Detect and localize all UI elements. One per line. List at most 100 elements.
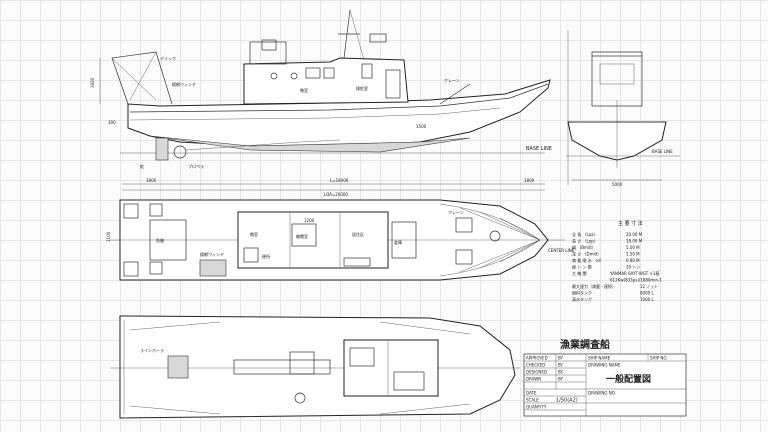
aft-bitt-4: [149, 261, 163, 275]
ship-name-label: SHIP NAME: [588, 356, 611, 361]
bow-bitt-1: [455, 217, 473, 233]
drawing-name-label: DRAWING NAME: [588, 363, 621, 368]
bow-ray-2: [479, 211, 541, 241]
crane-label-profile: クレーン: [444, 77, 460, 83]
particulars-row-value: 0.80 M: [626, 258, 640, 263]
particulars-rows: 全 長 （Loa） 20.00 M 長 さ （Lpp） 18.00 M 幅 （B…: [572, 231, 662, 302]
section-window: [599, 63, 635, 85]
derrick-stay-2: [129, 51, 157, 101]
bow-bitt-2: [455, 249, 473, 265]
rudder-shape: [155, 137, 169, 161]
engine-casing: [291, 223, 317, 247]
aft-bitt-1: [123, 203, 139, 219]
wheelhouse-label: 操舵室: [356, 85, 368, 91]
dim-1800-right: 1800: [524, 178, 535, 183]
particulars-row-label: 全 長 （Loa）: [572, 231, 598, 237]
ship-no-label: SHIP NO.: [650, 356, 668, 361]
propeller-label: プロペラ: [188, 163, 204, 169]
aft-bitt-3: [123, 261, 139, 277]
fish-hold-label: 魚艙: [156, 237, 164, 243]
derrick-stay-1: [111, 57, 157, 101]
particulars-row-label: 満 載 喫 水 （d）: [572, 257, 604, 263]
galley-label-plan: 賄室: [250, 231, 258, 237]
particulars-row-label: 総 ト ン 数: [572, 264, 592, 270]
forward-hatch: [391, 221, 417, 259]
scale-label: SCALE: [526, 398, 539, 403]
particulars-row-value: 20.00 M: [626, 232, 643, 237]
window-3: [361, 63, 373, 79]
mast-stay: [349, 9, 365, 61]
checked-label: CHECKED: [526, 363, 545, 368]
particulars-row-value: 8000 L: [640, 291, 654, 296]
radar-box: [261, 39, 277, 51]
loa-dim: LOA=20000: [324, 192, 348, 197]
drawing-no-label: DRAWING NO.: [588, 391, 616, 396]
profile-keel: [149, 135, 471, 153]
bow-ray-5: [479, 239, 541, 269]
quantity-label: QUANTITY: [526, 405, 547, 410]
window-2: [323, 67, 335, 79]
bow-ray-1: [459, 207, 541, 241]
deck-plan-view: CENTER LINE 魚艙 揚網ウィンチ 機関室 賄室 便所 居住区 倉庫: [106, 199, 575, 281]
mast-dim: 1920: [90, 77, 95, 88]
fish-hold-hatch: [149, 219, 187, 261]
breadth-dim: 5000: [612, 182, 623, 187]
porthole-2: [290, 72, 298, 80]
crane-label-plan: クレーン: [448, 209, 464, 215]
lower-fitting: [294, 392, 306, 404]
particulars-row-label: 燃料タンク: [572, 290, 592, 296]
center-line-label: CENTER LINE: [548, 248, 575, 253]
particulars-row-value: 1000 L: [640, 297, 654, 302]
bow-ray-6: [499, 239, 541, 263]
toilet-box: [243, 247, 259, 263]
particulars-row-label: 幅 （Bmld）: [572, 244, 596, 250]
lower-tank-1: [349, 347, 375, 367]
door-profile: [385, 69, 401, 99]
drawn-by: BY: [558, 377, 564, 382]
lower-tank-2: [393, 371, 425, 391]
body-section-view: BASE LINE 5000: [566, 30, 680, 187]
designed-by: BY: [558, 370, 564, 375]
winch-label-plan: 揚網ウィンチ: [200, 251, 224, 257]
line-hauler-label: ラインホーラ: [140, 347, 164, 353]
ship-title: 漁業調査船: [560, 338, 610, 351]
drawing-title: 一般配置図: [606, 373, 651, 385]
particulars-row-value: 1.50 M: [626, 252, 640, 257]
particulars-row-value: 19 トン: [626, 265, 640, 270]
toilet-label: 便所: [262, 253, 270, 259]
particulars-row-label: 最大速力（満載・連続）: [572, 283, 616, 289]
rudder-label: 舵: [140, 163, 144, 169]
bow-ray-3: [499, 217, 541, 241]
title-block-frame: [523, 353, 687, 417]
particulars-row-label: 清水タンク: [572, 296, 592, 302]
length-dimensions: L=18000 LOA=20000 1800 1800: [122, 178, 545, 197]
lower-diagonal-2: [379, 321, 471, 415]
date-label: DATE: [526, 391, 537, 396]
deck-line: [129, 107, 501, 121]
porthole-1: [270, 72, 278, 80]
stair-plan: [343, 257, 371, 267]
particulars-row-value: 5.00 M: [626, 245, 640, 250]
engine-room-label: 機関室: [296, 233, 308, 239]
wheelhouse-top: [249, 41, 287, 65]
lower-diagonal-1: [129, 321, 221, 415]
particulars-row-label: 主 機 関: [572, 270, 587, 276]
deckhouse-plan: [237, 211, 389, 269]
dim-1800-left: 1800: [146, 178, 157, 183]
galley-label-profile: 賄室: [300, 87, 308, 93]
particulars-table: 主 要 寸 法 全 長 （Loa） 20.00 M 長 さ （Lpp） 18.0…: [572, 220, 662, 302]
base-line-label: BASE LINE: [526, 146, 552, 152]
windlass: [489, 230, 501, 242]
drawn-label: DRAWN: [526, 377, 541, 382]
winch-plan: [199, 259, 227, 277]
cabin-label: 居住区: [352, 231, 364, 237]
antenna-box: [369, 33, 387, 43]
designed-label: DESIGNED: [526, 370, 547, 375]
particulars-row-value: YANMAR 6AYT-WGT ×1基: [609, 270, 659, 276]
deckhouse-profile: [243, 57, 409, 105]
winch-label-profile: 揚網ウィンチ: [172, 81, 196, 87]
particulars-title: 主 要 寸 法: [618, 220, 643, 227]
derrick-label: デリック: [160, 55, 176, 61]
crane-jib-profile: [439, 83, 471, 105]
